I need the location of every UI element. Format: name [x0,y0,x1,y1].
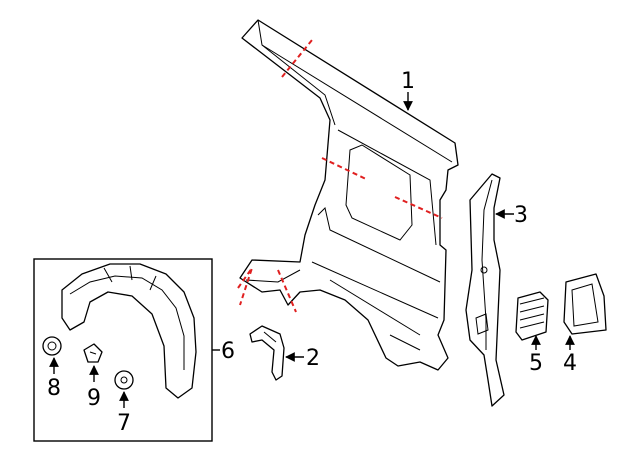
quarter-panel-part [239,19,459,371]
bracket-part [249,325,285,381]
vent-part [515,291,549,341]
callout-1: 1 [401,69,415,94]
cut-line-lower-right [277,269,297,313]
extension-panel-part [563,273,607,335]
callout-labels: 1 2 3 4 5 6 7 8 9 [47,69,577,436]
callout-5: 5 [529,351,543,376]
callout-4: 4 [563,351,577,376]
leader-lines [49,92,575,408]
callout-8: 8 [47,376,61,401]
callout-7: 7 [117,411,131,436]
pillar-part [465,173,505,407]
callout-2: 2 [306,346,320,371]
callout-3: 3 [514,203,528,228]
callout-9: 9 [87,386,101,411]
callout-6: 6 [221,339,235,364]
wheelhouse-liner-part [61,263,197,399]
grommet-part [42,336,62,356]
cut-lines [237,39,443,313]
nut-part [114,370,134,390]
push-clip-part [83,343,103,363]
cut-line-window-side [394,196,443,219]
